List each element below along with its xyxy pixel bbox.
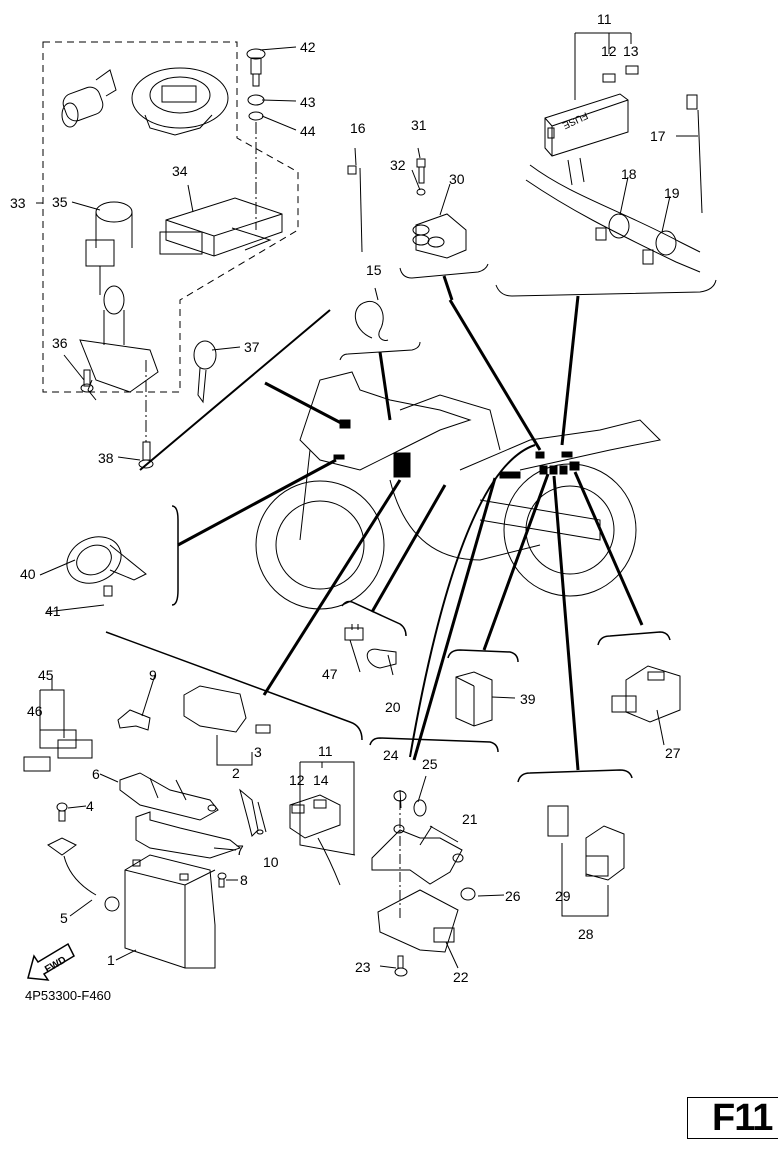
callout-14: 14 — [313, 772, 329, 788]
callout-6: 6 — [92, 766, 100, 782]
leader-top-right — [560, 295, 580, 446]
callout-34: 34 — [172, 163, 188, 179]
battery-cover-part — [135, 811, 242, 859]
callout-11-bottom: 11 — [318, 743, 333, 759]
clip-26-part — [460, 887, 476, 901]
page-reference-box: F11 — [687, 1097, 778, 1139]
callout-15: 15 — [366, 262, 382, 278]
callout-2: 2 — [232, 765, 240, 781]
callout-19: 19 — [664, 185, 680, 201]
bracket-9-part — [117, 709, 151, 731]
cable-tie-17-part — [686, 94, 703, 214]
callout-10: 10 — [263, 854, 279, 870]
callout-35: 35 — [52, 194, 68, 210]
relay-2-part — [183, 685, 271, 766]
callout-37: 37 — [244, 339, 260, 355]
callout-23: 23 — [355, 959, 371, 975]
main-switch-part — [79, 201, 159, 401]
relay-28-part — [547, 805, 625, 917]
callout-44: 44 — [300, 123, 316, 139]
callout-42: 42 — [300, 39, 316, 55]
grommet-25-part — [413, 799, 427, 817]
seat-lock-part — [61, 69, 117, 128]
screw-36-part — [80, 369, 94, 393]
coupler-45-part — [23, 676, 93, 772]
callout-43: 43 — [300, 94, 316, 110]
callout-32: 32 — [390, 157, 406, 173]
callout-33: 33 — [10, 195, 26, 211]
bracket-21-part — [371, 824, 464, 885]
group-brackets — [105, 505, 671, 783]
handlebar-harness-part — [525, 157, 701, 273]
callout-41: 41 — [45, 603, 61, 619]
callout-13: 13 — [623, 43, 639, 59]
callout-27: 27 — [665, 745, 681, 761]
cable-tie-16-part — [347, 165, 363, 253]
callout-21: 21 — [462, 811, 478, 827]
ecu-22-part — [377, 889, 459, 953]
callout-4: 4 — [86, 798, 94, 814]
leader-lines — [139, 309, 644, 771]
callout-12-bottom: 12 — [289, 772, 305, 788]
callout-28: 28 — [578, 926, 594, 942]
callout-31: 31 — [411, 117, 427, 133]
callout-9: 9 — [149, 667, 157, 683]
bracket-top-right — [495, 279, 717, 297]
motorcycle-outline — [255, 371, 662, 610]
callout-22: 22 — [453, 969, 469, 985]
forward-arrow-icon: FWD — [27, 942, 75, 981]
callout-8: 8 — [240, 872, 248, 888]
callout-25: 25 — [422, 756, 438, 772]
callout-17: 17 — [650, 128, 666, 144]
key-part — [193, 340, 217, 404]
fuse-holder-11-part — [289, 761, 356, 886]
battery-part — [124, 854, 216, 969]
ground-lead-5-part — [47, 837, 120, 912]
callout-38: 38 — [98, 450, 114, 466]
battery-box-part — [119, 772, 219, 821]
callout-47: 47 — [322, 666, 338, 682]
callout-20: 20 — [385, 699, 401, 715]
clamp-18-part — [595, 213, 630, 241]
callout-18: 18 — [621, 166, 637, 182]
callout-46: 46 — [27, 703, 43, 719]
callout-29: 29 — [555, 888, 571, 904]
bolt-8-part — [217, 872, 227, 888]
clamp-20-part — [366, 648, 397, 669]
callout-12-top: 12 — [601, 43, 617, 59]
page-reference-label: F11 — [712, 1097, 773, 1139]
callout-36: 36 — [52, 335, 68, 351]
clamp-15-part — [339, 300, 421, 421]
clamp-19-part — [642, 230, 677, 265]
callout-24: 24 — [383, 747, 399, 763]
unit-27-part — [611, 665, 681, 723]
bracket-30-part — [399, 158, 489, 301]
bolt-4-part — [56, 802, 68, 822]
relay-39-part — [455, 671, 493, 727]
horn-part — [66, 536, 147, 597]
callout-45: 45 — [38, 667, 54, 683]
ecu-part — [159, 197, 283, 257]
leader-30 — [448, 299, 542, 451]
callout-16: 16 — [350, 120, 366, 136]
callout-5: 5 — [60, 910, 68, 926]
bracket-10-part — [239, 788, 264, 837]
bolt-23-part — [394, 955, 408, 977]
fuel-cap-part — [131, 67, 229, 136]
callout-7: 7 — [236, 842, 244, 858]
callout-40: 40 — [20, 566, 36, 582]
callout-3: 3 — [254, 744, 262, 760]
callout-11-top: 11 — [597, 11, 612, 27]
callout-39: 39 — [520, 691, 536, 707]
callout-30: 30 — [449, 171, 465, 187]
callout-leaders — [39, 46, 698, 969]
fuse-box-label: FUSE — [560, 109, 589, 130]
drawing-code: 4P53300-F460 — [25, 988, 112, 1003]
bolt-38-part — [138, 360, 154, 469]
clip-47-part — [344, 624, 364, 641]
callout-1: 1 — [107, 952, 115, 968]
callout-26: 26 — [505, 888, 521, 904]
